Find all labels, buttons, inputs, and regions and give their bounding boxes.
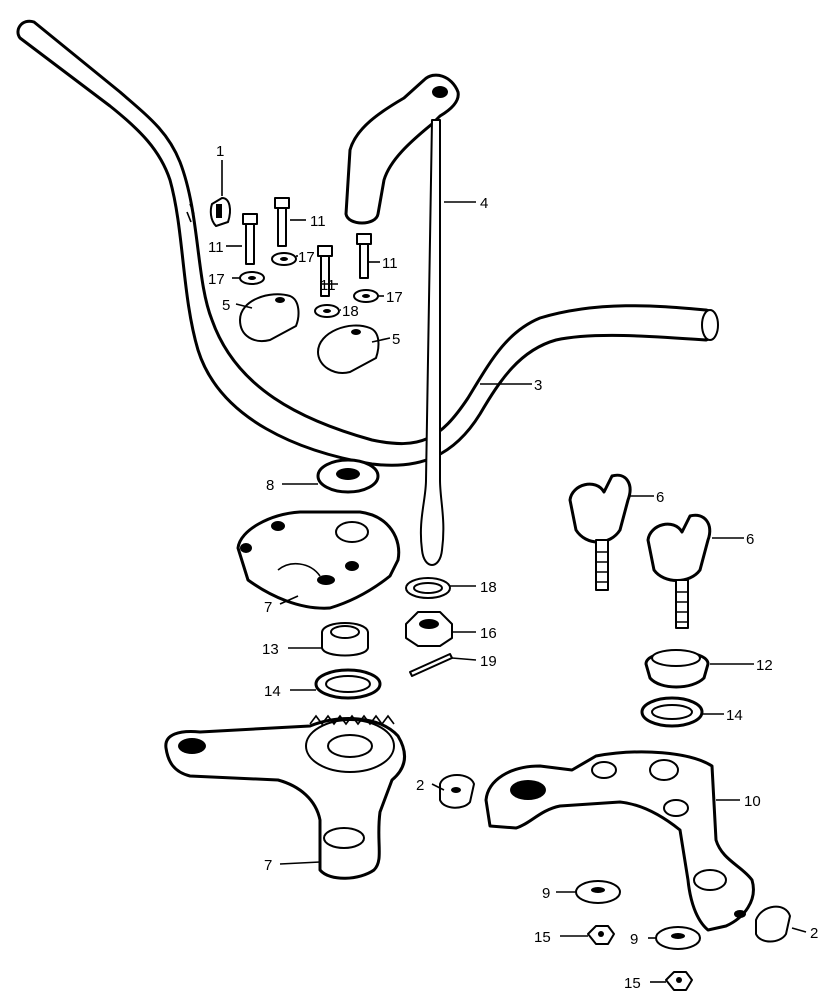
top-bridge-7-upper <box>236 510 401 610</box>
washer-17b <box>271 252 297 266</box>
cap-nut-12 <box>644 649 710 689</box>
bracket-10 <box>484 750 755 932</box>
callout-16: 16 <box>480 625 497 642</box>
clamp-5b <box>317 324 380 374</box>
callout-9-upper: 9 <box>542 885 550 902</box>
callout-11c: 11 <box>320 277 336 294</box>
clamp-bolt-6b <box>646 513 712 629</box>
washer-14-left <box>314 668 382 700</box>
washer-9-lower <box>655 926 701 950</box>
callout-11b: 11 <box>208 239 224 256</box>
callout-14-left: 14 <box>264 683 281 700</box>
callout-1: 1 <box>216 143 224 160</box>
cotter-pin-19 <box>409 653 453 677</box>
spacer-8 <box>316 458 380 494</box>
nut-15-lower <box>665 971 693 991</box>
washer-18-upper <box>314 304 340 318</box>
callout-5-right: 5 <box>392 331 400 348</box>
callout-17a: 17 <box>208 271 225 288</box>
castle-nut-13 <box>321 622 369 657</box>
grommet-2-right <box>755 905 791 943</box>
clamp-5a <box>239 293 300 342</box>
washer-17a <box>239 271 265 285</box>
callout-10: 10 <box>744 793 761 810</box>
callout-7-lower: 7 <box>264 857 272 874</box>
leader-lines <box>221 160 807 983</box>
handlebar <box>16 19 719 467</box>
grommet-2-left <box>439 774 475 809</box>
bolt-11b <box>274 197 290 247</box>
callout-11a: 11 <box>310 213 326 230</box>
clip-part-1 <box>209 197 231 227</box>
callout-2-right: 2 <box>810 925 818 942</box>
callout-4: 4 <box>480 195 488 212</box>
bolt-11a <box>242 213 258 265</box>
callout-12: 12 <box>756 657 773 674</box>
callout-3: 3 <box>534 377 542 394</box>
callout-7-upper: 7 <box>264 599 272 616</box>
callout-labels: 1 2 2 3 4 5 5 6 6 7 7 8 9 9 10 11 11 11 … <box>208 143 818 992</box>
callout-17b: 17 <box>298 249 315 266</box>
washer-9-upper <box>575 880 621 904</box>
nut-15-upper <box>587 925 615 945</box>
callout-11d: 11 <box>382 255 398 272</box>
lower-arm-7 <box>164 714 407 880</box>
callout-18-upper: 18 <box>342 303 359 320</box>
clamp-bolt-6a <box>568 473 632 591</box>
lever-stay <box>344 73 460 566</box>
callout-6-upper: 6 <box>656 489 664 506</box>
washer-14-right <box>640 696 704 728</box>
callout-15-upper: 15 <box>534 929 551 946</box>
washer-17c <box>353 289 379 303</box>
callout-5-left: 5 <box>222 297 230 314</box>
callout-19: 19 <box>480 653 497 670</box>
callout-9-lower: 9 <box>630 931 638 948</box>
bolt-11d <box>356 233 372 279</box>
bolt-11c <box>317 245 333 297</box>
callout-14-right: 14 <box>726 707 743 724</box>
callout-2-left: 2 <box>416 777 424 794</box>
nut-16 <box>405 611 453 647</box>
callout-13: 13 <box>262 641 279 658</box>
callout-6-lower: 6 <box>746 531 754 548</box>
callout-18-lower: 18 <box>480 579 497 596</box>
callout-15-lower: 15 <box>624 975 641 992</box>
callout-8: 8 <box>266 477 274 494</box>
washer-18-lower <box>405 577 451 599</box>
callout-17c: 17 <box>386 289 403 306</box>
